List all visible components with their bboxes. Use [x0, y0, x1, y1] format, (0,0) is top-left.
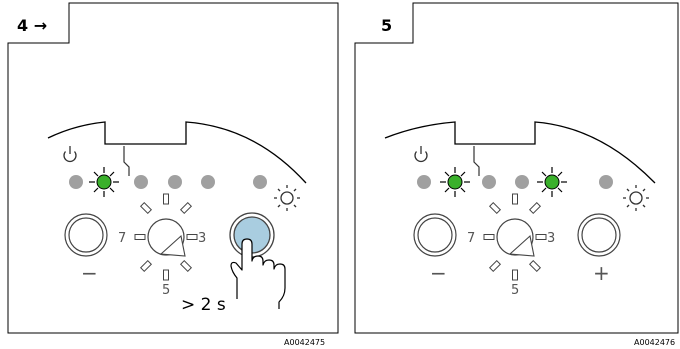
dial-number-3: 3 [198, 231, 206, 246]
rotary-dial: 7 3 5 [118, 193, 206, 298]
power-icon [414, 146, 428, 163]
led-1 [417, 175, 431, 189]
dial-number-5: 5 [162, 283, 170, 298]
led-2-lit [89, 167, 119, 197]
right-button [577, 213, 621, 257]
panel-step-5: 5 [354, 2, 679, 347]
led-3 [482, 175, 496, 189]
hold-duration-label: > 2 s [181, 295, 226, 315]
finger-hand-icon [230, 238, 286, 309]
panel-frame [7, 2, 339, 334]
device-outline [47, 121, 307, 184]
led-5-lit [537, 167, 567, 197]
step-label: 5 [381, 16, 392, 35]
dial-number-7: 7 [467, 231, 475, 246]
dial-number-7: 7 [118, 231, 126, 246]
pressed-button [229, 212, 275, 258]
led-2-lit [440, 167, 470, 197]
dial-number-3: 3 [547, 231, 555, 246]
left-button [413, 213, 457, 257]
minus-label: − [81, 261, 98, 285]
dial-number-5: 5 [511, 283, 519, 298]
plus-label: + [593, 261, 610, 285]
panel-frame [354, 2, 679, 334]
panel-step-4: 4 → [7, 2, 339, 347]
minus-label: − [430, 261, 447, 285]
brightness-icon [623, 185, 649, 211]
figure-code: A0042476 [634, 338, 675, 347]
device-outline [384, 121, 656, 184]
led-5 [201, 175, 215, 189]
left-button [64, 213, 108, 257]
rotary-dial: 7 3 5 [467, 193, 555, 298]
led-4 [168, 175, 182, 189]
led-3 [134, 175, 148, 189]
led-6 [599, 175, 613, 189]
figure-code: A0042475 [284, 338, 325, 347]
link-icon [123, 146, 130, 176]
led-1 [69, 175, 83, 189]
link-icon [473, 146, 480, 176]
power-icon [63, 146, 77, 163]
led-4 [515, 175, 529, 189]
brightness-icon [274, 185, 300, 211]
step-label: 4 → [17, 16, 47, 35]
led-6 [253, 175, 267, 189]
